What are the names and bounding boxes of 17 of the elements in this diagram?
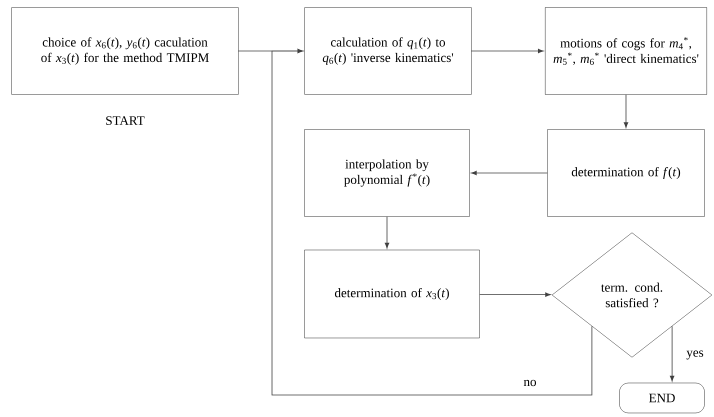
edge-label: no xyxy=(522,378,538,388)
arrow xyxy=(479,292,551,297)
process-box: choice of x$_{6}$(t), y$_{6}$(t) caculation of x$_{3}$(t) for the method TMIPM xyxy=(11,7,239,95)
edge-label: yes xyxy=(685,350,705,360)
arrow xyxy=(384,216,390,248)
process-box: calculation of q$_{1}$(t) to q$_{6}$(t) 'inverse kinematics' xyxy=(304,7,472,95)
arrow xyxy=(624,94,628,128)
process-box: determination of x$_{3}$(t) xyxy=(304,250,480,338)
process-box: interpolation by polynomial f$^{*}$(t) xyxy=(304,129,470,217)
caption-text: START xyxy=(106,116,144,125)
arrow xyxy=(471,48,544,54)
process-box: determination of f(t) xyxy=(547,129,705,217)
arrow xyxy=(471,170,548,176)
process-box: motions of cogs for m$_{4}$$^{*}$, m$_{5}$$^{*}$, m$_{6}$$^{*}$ 'direct kinematics' xyxy=(544,7,708,95)
arrow xyxy=(272,48,592,396)
end-terminal: END xyxy=(619,382,705,414)
arrow xyxy=(670,326,674,382)
